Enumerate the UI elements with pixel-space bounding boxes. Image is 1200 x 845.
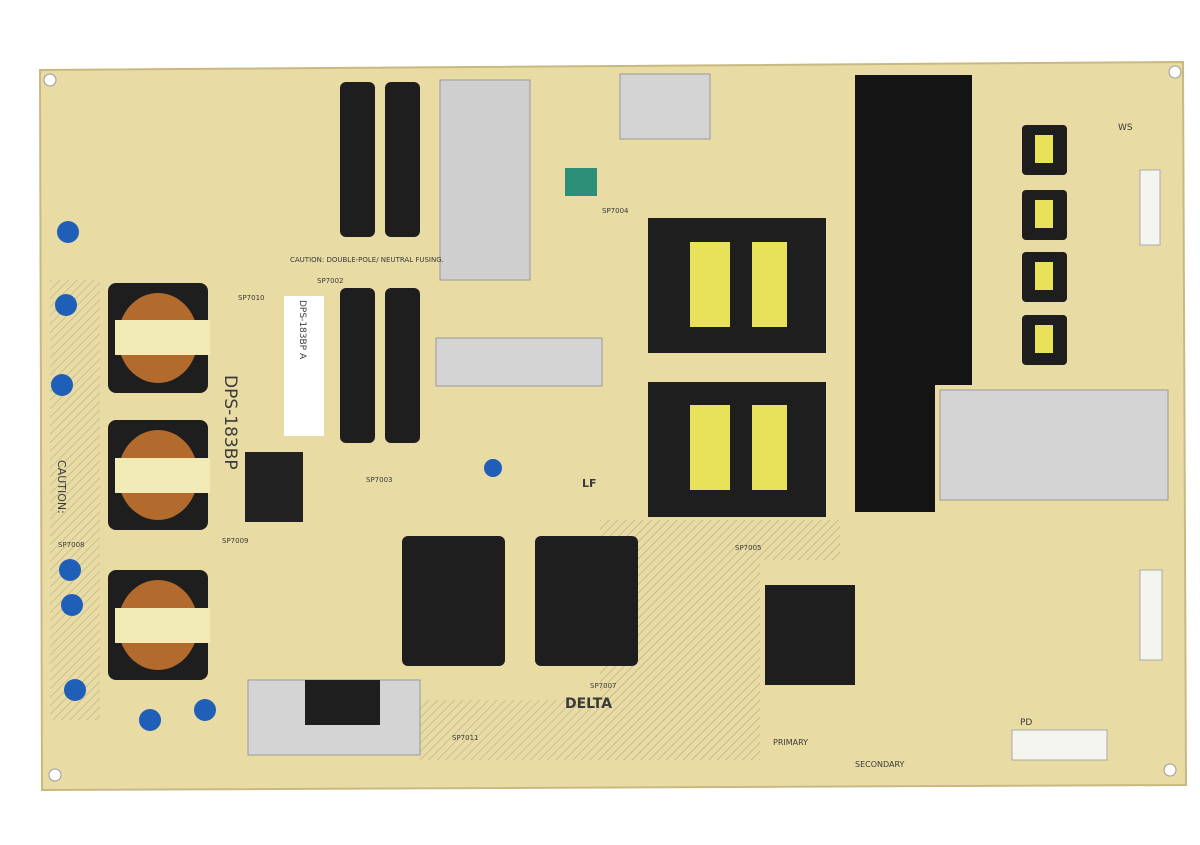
sticker-text: DPS-183BP A — [297, 300, 307, 360]
heatsink — [619, 73, 711, 140]
isolation-trace — [600, 520, 840, 760]
common-mode-choke — [108, 420, 210, 530]
sp-label: SP7002 — [317, 277, 343, 285]
relay — [245, 452, 303, 522]
transformer — [648, 382, 826, 517]
sp-label: SP7008 — [58, 541, 84, 549]
isolation-trace — [420, 700, 600, 760]
pfc-inductor — [402, 536, 505, 666]
common-mode-choke — [108, 283, 210, 393]
secondary-heatsink — [855, 75, 972, 512]
sp-label: SP7004 — [602, 207, 629, 215]
mounting-holes — [43, 65, 1182, 782]
sp-label: SP7009 — [222, 537, 248, 545]
transformer — [648, 218, 826, 353]
sp-label: SP7005 — [735, 544, 761, 552]
caution-label: CAUTION: — [55, 460, 68, 514]
heatsink — [939, 389, 1169, 501]
primary-label: PRIMARY — [773, 738, 808, 747]
sp-label: SP7003 — [366, 476, 392, 484]
delta-logo: DELTA — [565, 696, 612, 712]
lf-mark: LF — [582, 477, 597, 490]
pfc-inductor — [535, 536, 638, 666]
connector — [1011, 169, 1163, 761]
ws-mark: WS — [1118, 123, 1133, 133]
model-label: DPS-183BP — [220, 375, 240, 470]
secondary-label: SECONDARY — [855, 760, 905, 769]
pd-label: PD — [1020, 718, 1032, 728]
blue-y-capacitors — [51, 221, 502, 731]
bridge-rectifier — [305, 680, 380, 725]
ic-module — [765, 585, 855, 685]
electrolytic-capacitors — [340, 82, 420, 443]
fusing-caution: CAUTION: DOUBLE-POLE/ NEUTRAL FUSING. — [290, 256, 444, 264]
sticker — [284, 296, 324, 436]
heatsink — [439, 79, 531, 281]
common-mode-choke — [108, 570, 210, 680]
sp-label: SP7010 — [238, 294, 264, 302]
sp-label: SP7007 — [590, 682, 616, 690]
heatsink — [435, 337, 603, 387]
sp-label: SP7011 — [452, 734, 478, 742]
green-film-cap — [565, 168, 597, 196]
